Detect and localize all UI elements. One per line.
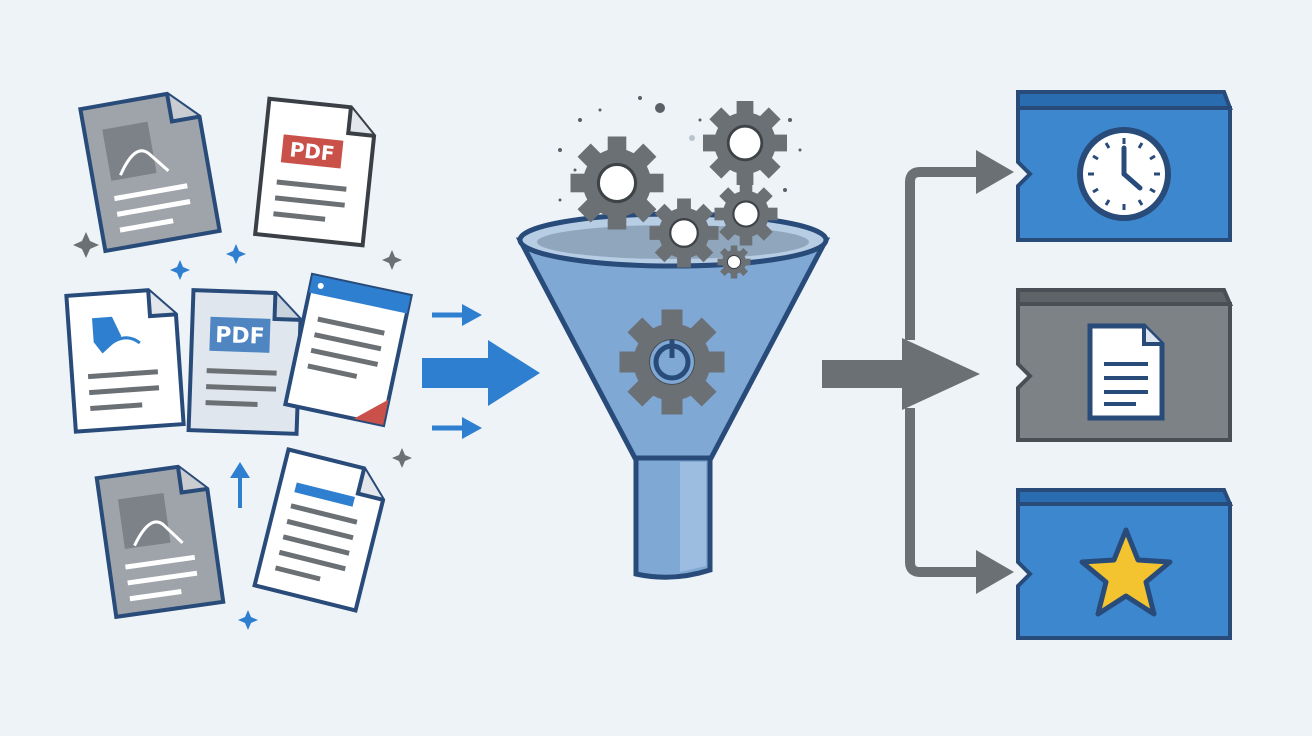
web-document-icon: [282, 272, 414, 428]
gear-icon: [701, 99, 789, 187]
processing-funnel: [515, 96, 831, 580]
large-arrow-icon: [422, 340, 540, 406]
power-gear-icon: [617, 307, 727, 417]
gear-icon: [568, 134, 666, 232]
output-folder-clock: [1016, 90, 1233, 242]
document-pile: PDF PDF: [64, 91, 414, 630]
sparkle-icons: [73, 232, 412, 630]
pdf-document-icon: PDF: [252, 96, 377, 248]
gear-icon: [716, 244, 752, 280]
small-arrow-icon: [432, 417, 482, 439]
input-arrows: [422, 304, 540, 439]
pdf-document-icon: PDF: [186, 288, 303, 436]
image-document-icon: [78, 91, 222, 254]
gear-icon: [648, 197, 720, 269]
output-arrows: [822, 150, 1014, 594]
web-document-icon: [252, 447, 386, 613]
star-icon: [1079, 527, 1173, 617]
pdf-badge-label: PDF: [215, 323, 265, 350]
output-folder-star: [1016, 488, 1234, 640]
gear-icon: [713, 181, 779, 247]
pdf-badge-label: PDF: [289, 137, 336, 166]
clock-icon: [1077, 127, 1171, 221]
document-icon: [1087, 323, 1165, 421]
small-arrow-icon: [432, 304, 482, 326]
up-arrow-icon: [230, 462, 250, 508]
image-document-icon: [64, 288, 186, 434]
output-folder-document: [1016, 288, 1234, 442]
image-document-icon: [94, 464, 226, 620]
